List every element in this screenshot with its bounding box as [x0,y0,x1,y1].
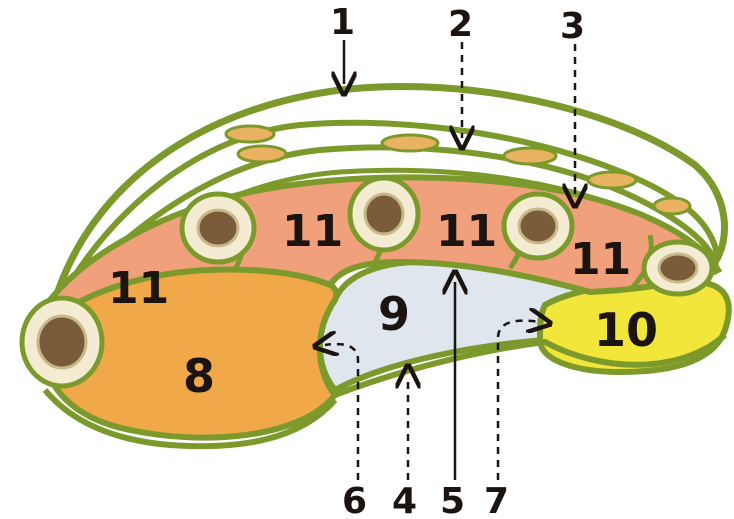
bone-1 [19,295,105,389]
arrow-6 [325,344,360,480]
region-label-11-d: 11 [570,234,631,285]
region-label-8: 8 [183,349,215,403]
bone-2 [179,191,257,265]
bone-4 [501,191,575,261]
callout-6: 6 [342,481,367,519]
callout-1: 1 [330,2,355,43]
pointer-arrows [325,40,575,480]
callout-5: 5 [440,481,465,519]
base-outline [42,388,338,450]
callout-3: 3 [560,6,585,47]
region-label-9: 9 [378,287,410,341]
arrow-7 [496,321,540,480]
callout-4: 4 [392,481,417,519]
callout-7: 7 [484,481,509,519]
callout-labels: 1 2 3 4 5 6 7 [330,2,585,519]
bone-3 [347,175,421,253]
region-label-11-b: 11 [282,206,343,257]
membrane-ovals [224,124,692,216]
callout-2: 2 [448,4,473,45]
region-labels: 8 9 10 11 11 11 11 [108,206,658,403]
bone-5 [641,239,715,297]
region-label-11-a: 11 [108,263,169,314]
region-label-11-c: 11 [436,206,497,257]
region-label-10: 10 [594,303,658,357]
bone-sections [19,175,715,389]
